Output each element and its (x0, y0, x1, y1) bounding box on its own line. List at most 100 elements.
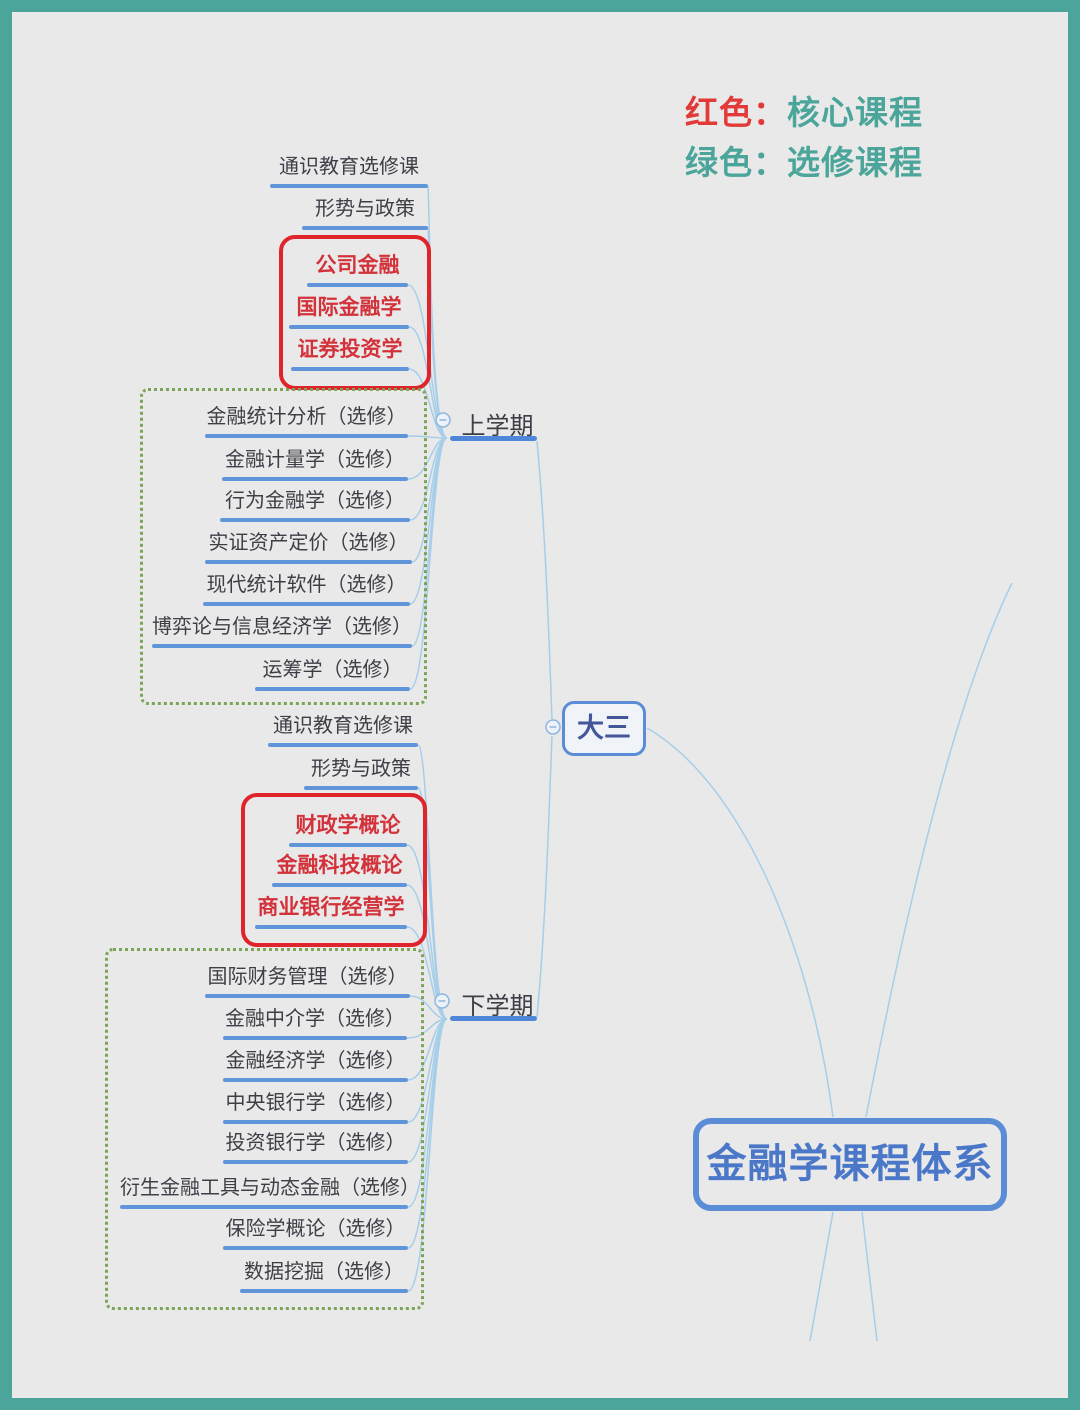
legend-green-label: 绿色： (685, 144, 787, 181)
elective-courses-box (105, 948, 424, 1310)
course-underline (203, 602, 410, 606)
course-underline (270, 184, 428, 188)
course-underline (205, 994, 410, 998)
collapse-icon[interactable] (545, 719, 561, 735)
connector-curve (427, 227, 448, 439)
root-label: 金融学课程体系 (706, 1142, 994, 1186)
legend-elective-value: 选修课程 (787, 144, 923, 181)
course-node-elective[interactable]: 运筹学（选修） (255, 657, 410, 691)
course-label: 金融计量学（选修） (225, 449, 405, 471)
course-node-core[interactable]: 国际金融学 (289, 295, 409, 329)
semester-underline (450, 1016, 537, 1021)
course-label: 国际金融学 (296, 296, 402, 319)
course-label: 衍生金融工具与动态金融（选修） (120, 1177, 420, 1199)
connector-curve (406, 884, 448, 1020)
connector-curve (536, 735, 553, 1018)
course-label: 商业银行经营学 (257, 896, 405, 919)
course-label: 金融中介学（选修） (225, 1008, 405, 1030)
connector-curve (861, 1211, 878, 1342)
semester-node[interactable]: 下学期 (455, 986, 540, 1021)
course-label: 金融统计分析（选修） (206, 406, 407, 428)
course-underline (223, 1160, 408, 1164)
course-underline (222, 477, 408, 481)
course-label: 形势与政策 (315, 198, 415, 220)
course-node-elective[interactable]: 衍生金融工具与动态金融（选修） (120, 1175, 420, 1209)
course-label: 公司金融 (315, 254, 400, 277)
course-node-core[interactable]: 财政学概论 (289, 813, 407, 847)
course-label: 博弈论与信息经济学（选修） (152, 616, 412, 638)
course-node[interactable]: 形势与政策 (304, 756, 418, 790)
course-underline (291, 367, 409, 371)
connector-curve (407, 435, 448, 439)
course-label: 财政学概论 (295, 814, 401, 837)
year-node[interactable]: 大三 (562, 701, 646, 756)
course-node-core[interactable]: 证券投资学 (291, 337, 409, 371)
course-node-elective[interactable]: 现代统计软件（选修） (203, 572, 410, 606)
connector-curve (865, 582, 1013, 1118)
course-node-elective[interactable]: 实证资产定价（选修） (205, 530, 412, 564)
course-underline (223, 1120, 408, 1124)
course-underline (289, 325, 409, 329)
course-node-elective[interactable]: 金融计量学（选修） (222, 447, 408, 481)
course-node-elective[interactable]: 中央银行学（选修） (223, 1090, 408, 1124)
course-label: 形势与政策 (311, 758, 411, 780)
course-node-elective[interactable]: 国际财务管理（选修） (205, 964, 410, 998)
course-label: 数据挖掘（选修） (244, 1261, 404, 1283)
course-node-elective[interactable]: 金融中介学（选修） (223, 1006, 407, 1040)
course-node-elective[interactable]: 投资银行学（选修） (223, 1130, 408, 1164)
course-underline (304, 786, 418, 790)
course-node-elective[interactable]: 保险学概论（选修） (223, 1216, 408, 1250)
connector-curve (646, 727, 834, 1118)
connector-curve (408, 326, 448, 439)
course-label: 证券投资学 (297, 338, 403, 361)
course-node-elective[interactable]: 金融经济学（选修） (223, 1048, 408, 1082)
connector-curve (809, 1211, 834, 1342)
connector-curve (536, 440, 553, 720)
course-node-elective[interactable]: 金融统计分析（选修） (205, 404, 408, 438)
course-label: 金融经济学（选修） (225, 1050, 406, 1072)
collapse-icon[interactable] (435, 412, 451, 428)
legend-line-core: 红色：核心课程 (685, 88, 923, 138)
course-label: 通识教育选修课 (279, 156, 419, 178)
elective-courses-box (140, 388, 427, 705)
course-underline (268, 743, 418, 747)
collapse-icon[interactable] (434, 993, 450, 1009)
course-node-elective[interactable]: 数据挖掘（选修） (240, 1259, 408, 1293)
course-underline (152, 644, 412, 648)
course-label: 行为金融学（选修） (225, 490, 405, 512)
legend: 红色：核心课程 绿色：选修课程 (685, 88, 923, 188)
connector-curve (406, 844, 448, 1020)
course-node[interactable]: 通识教育选修课 (268, 713, 418, 747)
course-node-elective[interactable]: 博弈论与信息经济学（选修） (152, 614, 412, 648)
semester-underline (450, 436, 537, 441)
course-node-elective[interactable]: 行为金融学（选修） (220, 488, 410, 522)
course-underline (223, 1036, 407, 1040)
course-node[interactable]: 通识教育选修课 (270, 154, 428, 188)
course-underline (220, 518, 410, 522)
course-node-core[interactable]: 商业银行经营学 (255, 895, 407, 929)
course-label: 中央银行学（选修） (225, 1092, 406, 1114)
course-label: 投资银行学（选修） (225, 1132, 406, 1154)
course-label: 实证资产定价（选修） (208, 532, 409, 554)
connector-curve (408, 368, 448, 439)
year-label: 大三 (577, 713, 631, 743)
course-label: 现代统计软件（选修） (206, 574, 407, 596)
core-courses-box (241, 793, 427, 947)
course-node-core[interactable]: 金融科技概论 (272, 853, 407, 887)
semester-node[interactable]: 上学期 (455, 406, 540, 441)
course-underline (255, 925, 407, 929)
root-node[interactable]: 金融学课程体系 (693, 1118, 1007, 1211)
connector-curve (407, 1018, 448, 1292)
course-underline (223, 1246, 408, 1250)
course-label: 国际财务管理（选修） (207, 966, 408, 988)
course-underline (289, 843, 407, 847)
legend-red-label: 红色： (685, 94, 787, 131)
connector-curve (409, 437, 448, 690)
legend-core-value: 核心课程 (787, 94, 923, 131)
course-node[interactable]: 形势与政策 (302, 196, 428, 230)
course-underline (272, 883, 407, 887)
course-underline (255, 687, 410, 691)
course-node-core[interactable]: 公司金融 (307, 253, 408, 287)
course-underline (302, 226, 428, 230)
